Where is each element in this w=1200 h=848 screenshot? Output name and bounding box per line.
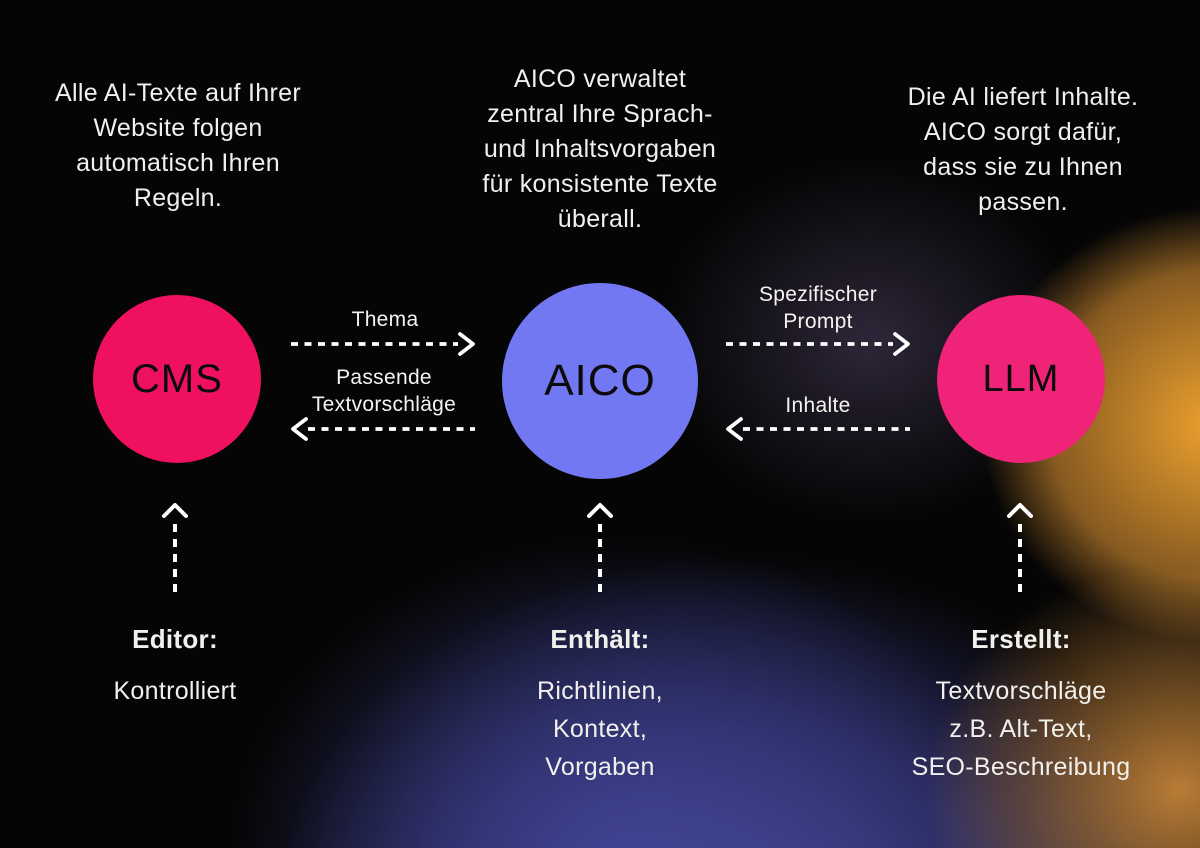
arrow-left-dashed-icon xyxy=(723,416,913,442)
footer-body-enthaelt: Richtlinien, Kontext, Vorgaben xyxy=(537,677,663,781)
arrow-up-dashed-icon xyxy=(1002,500,1038,598)
footer-body-erstellt: Textvorschläge z.B. Alt-Text, SEO-Beschr… xyxy=(911,677,1131,781)
node-aico: AICO xyxy=(502,283,698,479)
note-cms: Alle AI-Texte auf Ihrer Website folgen a… xyxy=(55,79,301,212)
flow-label-passende: Passende Textvorschläge xyxy=(311,366,457,416)
note-llm: Die AI liefert Inhalte. AICO sorgt dafür… xyxy=(907,83,1139,216)
node-cms: CMS xyxy=(93,295,261,463)
note-aico: AICO verwaltet zentral Ihre Sprach- und … xyxy=(482,65,718,233)
footer-body-editor: Kontrolliert xyxy=(113,677,237,705)
node-llm: LLM xyxy=(937,295,1105,463)
arrow-up-dashed-icon xyxy=(582,500,618,598)
arrow-right-dashed-icon xyxy=(723,331,913,357)
footer-heading-enthaelt: Enthält: xyxy=(550,624,650,654)
footer-heading-erstellt: Erstellt: xyxy=(971,624,1071,654)
footer-heading-editor: Editor: xyxy=(132,624,218,654)
flow-label-inhalte: Inhalte xyxy=(785,394,851,417)
flow-label-prompt: Spezifischer Prompt xyxy=(759,283,877,333)
arrow-right-dashed-icon xyxy=(288,331,478,357)
flow-label-thema: Thema xyxy=(351,308,419,331)
arrow-up-dashed-icon xyxy=(157,500,193,598)
arrow-left-dashed-icon xyxy=(288,416,478,442)
